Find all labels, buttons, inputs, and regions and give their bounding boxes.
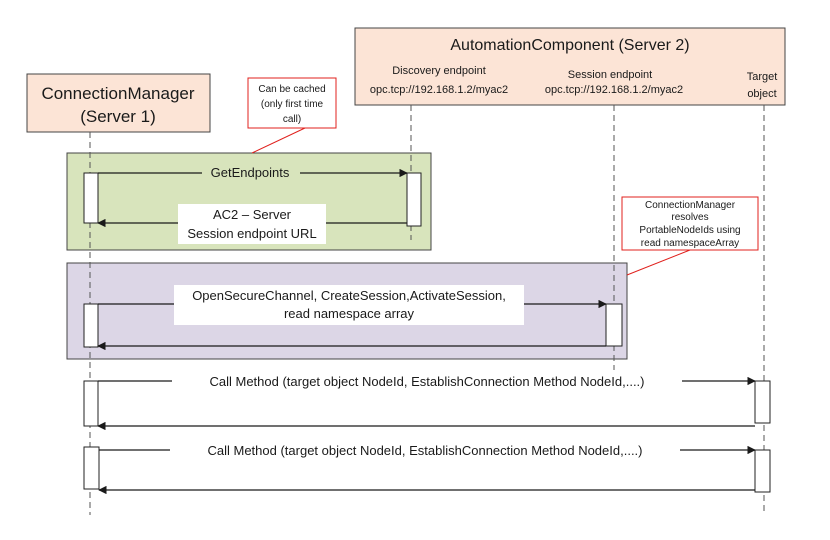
server1-title: ConnectionManager <box>41 84 194 103</box>
resolve-note <box>621 196 759 251</box>
activation-server1-1 <box>83 172 99 224</box>
msg-call1-label: Call Method (target object NodeId, Estab… <box>209 374 644 389</box>
activation-session <box>605 303 623 347</box>
activation-target-2 <box>754 449 771 493</box>
cache-note <box>247 77 337 129</box>
target-object-label-1: Target <box>747 71 778 83</box>
msg-call2-label: Call Method (target object NodeId, Estab… <box>207 443 642 458</box>
resolve-note-connector <box>626 249 691 276</box>
target-object-label-2: object <box>747 88 776 100</box>
resolve-note-line2: resolves <box>671 212 708 223</box>
activation-target-1 <box>754 380 771 424</box>
msg-endpoints-reply-line1: AC2 – Server <box>213 207 292 222</box>
activation-server1-4 <box>83 446 100 490</box>
activation-server1-3 <box>83 380 99 427</box>
server2-title: AutomationComponent (Server 2) <box>450 37 689 54</box>
msg-get-endpoints-label: GetEndpoints <box>211 165 290 180</box>
msg-session-line1: OpenSecureChannel, CreateSession,Activat… <box>192 288 506 303</box>
resolve-note-line3: PortableNodeIds using <box>639 225 740 236</box>
server1-subtitle: (Server 1) <box>80 107 156 126</box>
session-endpoint-url: opc.tcp://192.168.1.2/myac2 <box>545 84 683 96</box>
discovery-endpoint-label: Discovery endpoint <box>392 65 486 77</box>
msg-endpoints-reply-line2: Session endpoint URL <box>187 226 316 241</box>
cache-note-line2: (only first time <box>261 99 324 110</box>
cache-note-line3: call) <box>283 114 301 125</box>
server1-box <box>26 73 211 133</box>
resolve-note-line1: ConnectionManager <box>645 200 736 211</box>
cache-note-line1: Can be cached <box>258 84 325 95</box>
activation-discovery <box>406 172 422 227</box>
session-endpoint-label: Session endpoint <box>568 69 652 81</box>
activation-server1-2 <box>83 303 99 348</box>
discovery-endpoint-url: opc.tcp://192.168.1.2/myac2 <box>370 84 508 96</box>
msg-session-line2: read namespace array <box>284 306 415 321</box>
resolve-note-line4: read namespaceArray <box>641 238 739 249</box>
cache-note-connector <box>251 127 306 154</box>
server2-box <box>354 27 786 106</box>
